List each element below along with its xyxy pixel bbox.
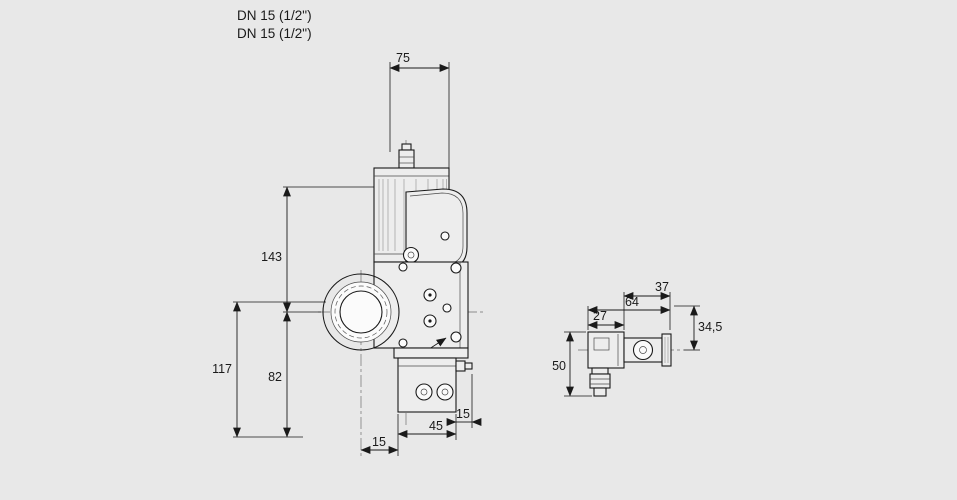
valve-stem: [398, 143, 415, 169]
inlet-flange: [322, 273, 400, 351]
dim-label-15-left: 15: [372, 435, 386, 449]
dn-size-label-2: DN 15 (1/2"): [237, 26, 312, 41]
regulator-block: [393, 347, 473, 413]
dim-label-75: 75: [396, 51, 410, 65]
coil-tube: [623, 333, 672, 367]
coil-side-view: 27 64 37 34,5 50: [552, 280, 722, 397]
connection-size-labels: DN 15 (1/2") DN 15 (1/2"): [237, 8, 312, 41]
coil-dimensions: 27 64 37 34,5 50: [552, 280, 722, 397]
coil-body: [587, 331, 625, 369]
dim-label-15-right: 15: [456, 407, 470, 421]
dim-label-34-5: 34,5: [698, 320, 722, 334]
dn-size-label-1: DN 15 (1/2"): [237, 8, 312, 23]
main-dimensions: 75 143 117 82 15 45: [212, 51, 482, 456]
dim-label-143: 143: [261, 250, 282, 264]
solenoid-housing: [402, 188, 468, 269]
dim-label-45: 45: [429, 419, 443, 433]
dim-label-27: 27: [593, 309, 607, 323]
test-nipple: [455, 360, 466, 372]
dim-label-37: 37: [655, 280, 669, 294]
cable-gland: [589, 367, 611, 397]
conduit-circle: [402, 246, 420, 264]
dim-label-64: 64: [625, 295, 639, 309]
dim-label-82: 82: [268, 370, 282, 384]
main-valve-view: 75 143 117 82 15 45: [212, 51, 484, 456]
indicator-dot: [440, 231, 450, 241]
dim-label-117: 117: [212, 362, 232, 376]
dim-label-50: 50: [552, 359, 566, 373]
